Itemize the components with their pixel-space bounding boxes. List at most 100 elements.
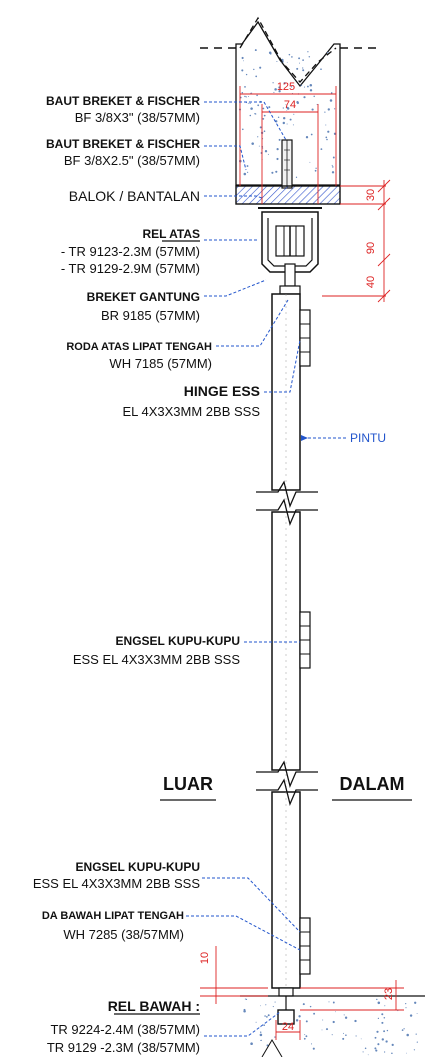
concrete-dot	[332, 1020, 335, 1024]
label-engsel-1-title: ENGSEL KUPU-KUPU	[116, 634, 240, 648]
concrete-dot	[291, 56, 293, 58]
concrete-dot	[332, 166, 334, 168]
concrete-dot	[251, 92, 253, 94]
concrete-dot	[391, 1043, 394, 1047]
concrete-dot	[243, 1009, 246, 1013]
concrete-dot	[383, 1051, 386, 1053]
concrete-dot	[264, 1015, 266, 1017]
concrete-dot	[265, 1004, 267, 1006]
concrete-dot	[262, 107, 265, 110]
concrete-dot	[364, 1047, 367, 1050]
label-engsel-2-title: ENGSEL KUPU-KUPU	[76, 860, 200, 874]
dim-40: 40	[365, 276, 377, 288]
label-luar: LUAR	[163, 774, 213, 794]
label-rel-bawah-spec-2: TR 9129 -2.3M (38/57MM)	[47, 1040, 200, 1055]
concrete-dot	[286, 110, 288, 111]
concrete-dot	[241, 91, 244, 94]
concrete-dot	[246, 171, 249, 173]
concrete-dot	[355, 1035, 357, 1037]
label-baut-breket-2-title: BAUT BREKET & FISCHER	[46, 137, 200, 151]
concrete-dot	[302, 67, 304, 69]
concrete-dot	[303, 86, 306, 88]
concrete-dot	[274, 88, 277, 91]
concrete-dot	[255, 1021, 257, 1023]
label-roda-bawah-title: DA BAWAH LIPAT TENGAH	[42, 910, 184, 922]
concrete-dot	[295, 176, 298, 178]
concrete-dot	[375, 1049, 378, 1052]
concrete-dot	[256, 94, 258, 97]
concrete-dot	[409, 1014, 413, 1017]
concrete-dot	[405, 1007, 407, 1009]
label-hinge-title: HINGE ESS	[184, 383, 260, 399]
concrete-dot	[377, 1001, 381, 1005]
label-roda-atas-title: RODA ATAS LIPAT TENGAH	[66, 341, 212, 353]
concrete-dot	[342, 1032, 345, 1034]
concrete-dot	[330, 92, 333, 94]
concrete-dot	[295, 1019, 299, 1022]
concrete-dot	[274, 120, 278, 123]
concrete-dot	[331, 171, 335, 174]
dim-74: 74	[284, 99, 296, 111]
concrete-dot	[292, 124, 294, 126]
label-dalam: DALAM	[340, 774, 405, 794]
dim-125: 125	[277, 81, 295, 93]
concrete-dot	[269, 52, 272, 55]
concrete-dot	[332, 156, 335, 159]
label-pintu: PINTU	[350, 431, 386, 445]
concrete-dot	[342, 1037, 345, 1040]
leader-lines	[186, 101, 348, 1037]
concrete-dot	[272, 82, 274, 84]
concrete-dot	[328, 1001, 330, 1003]
dimension-labels: 125 74 30 90 40 10 23 24	[199, 81, 395, 1033]
concrete-dot	[245, 73, 248, 76]
balok-bantalan-block	[235, 185, 341, 205]
concrete-dot	[247, 102, 249, 104]
concrete-dot	[310, 1043, 313, 1045]
concrete-dot	[321, 1029, 323, 1031]
concrete-dot	[416, 1041, 418, 1043]
concrete-dot	[325, 1028, 329, 1031]
concrete-dot	[276, 60, 278, 63]
concrete-dot	[327, 130, 330, 133]
concrete-dot	[391, 1052, 393, 1055]
concrete-dot	[257, 136, 259, 138]
concrete-dot	[308, 56, 311, 58]
concrete-dot	[316, 103, 318, 105]
concrete-dot	[241, 69, 244, 72]
concrete-dot	[377, 1043, 380, 1046]
concrete-dot	[309, 1005, 312, 1008]
dim-10: 10	[199, 952, 211, 964]
concrete-dot	[263, 130, 266, 132]
door-break-marks	[256, 480, 318, 807]
concrete-dot	[367, 1054, 369, 1056]
concrete-dot	[255, 75, 258, 78]
concrete-dot	[307, 51, 309, 53]
concrete-dot	[296, 101, 299, 104]
concrete-dot	[249, 102, 251, 104]
concrete-dot	[259, 66, 262, 69]
concrete-dot	[276, 157, 279, 161]
concrete-dot	[384, 1005, 386, 1007]
concrete-dot	[254, 49, 257, 52]
concrete-dot	[413, 1049, 416, 1051]
label-rel-atas-spec-2: - TR 9129-2.9M (57MM)	[61, 261, 200, 276]
label-engsel-1-spec: ESS EL 4X3X3MM 2BB SSS	[73, 652, 240, 667]
concrete-dot	[243, 172, 247, 176]
concrete-dot	[276, 148, 279, 151]
concrete-dot	[320, 148, 323, 151]
concrete-dot	[381, 1021, 384, 1024]
concrete-dot	[377, 1017, 380, 1020]
concrete-dot	[283, 82, 286, 85]
concrete-dot	[275, 170, 278, 173]
concrete-dot	[381, 1038, 384, 1041]
label-roda-atas-spec: WH 7185 (57MM)	[109, 356, 212, 371]
concrete-dot	[360, 1038, 362, 1040]
concrete-dot	[245, 998, 248, 1001]
concrete-dot	[267, 153, 269, 155]
hinge-middle	[299, 611, 311, 669]
concrete-dot	[331, 1034, 333, 1036]
floor-texture	[243, 998, 418, 1056]
concrete-dot	[344, 1016, 348, 1019]
concrete-dot	[290, 86, 293, 88]
label-breket-gantung-spec: BR 9185 (57MM)	[101, 308, 200, 323]
